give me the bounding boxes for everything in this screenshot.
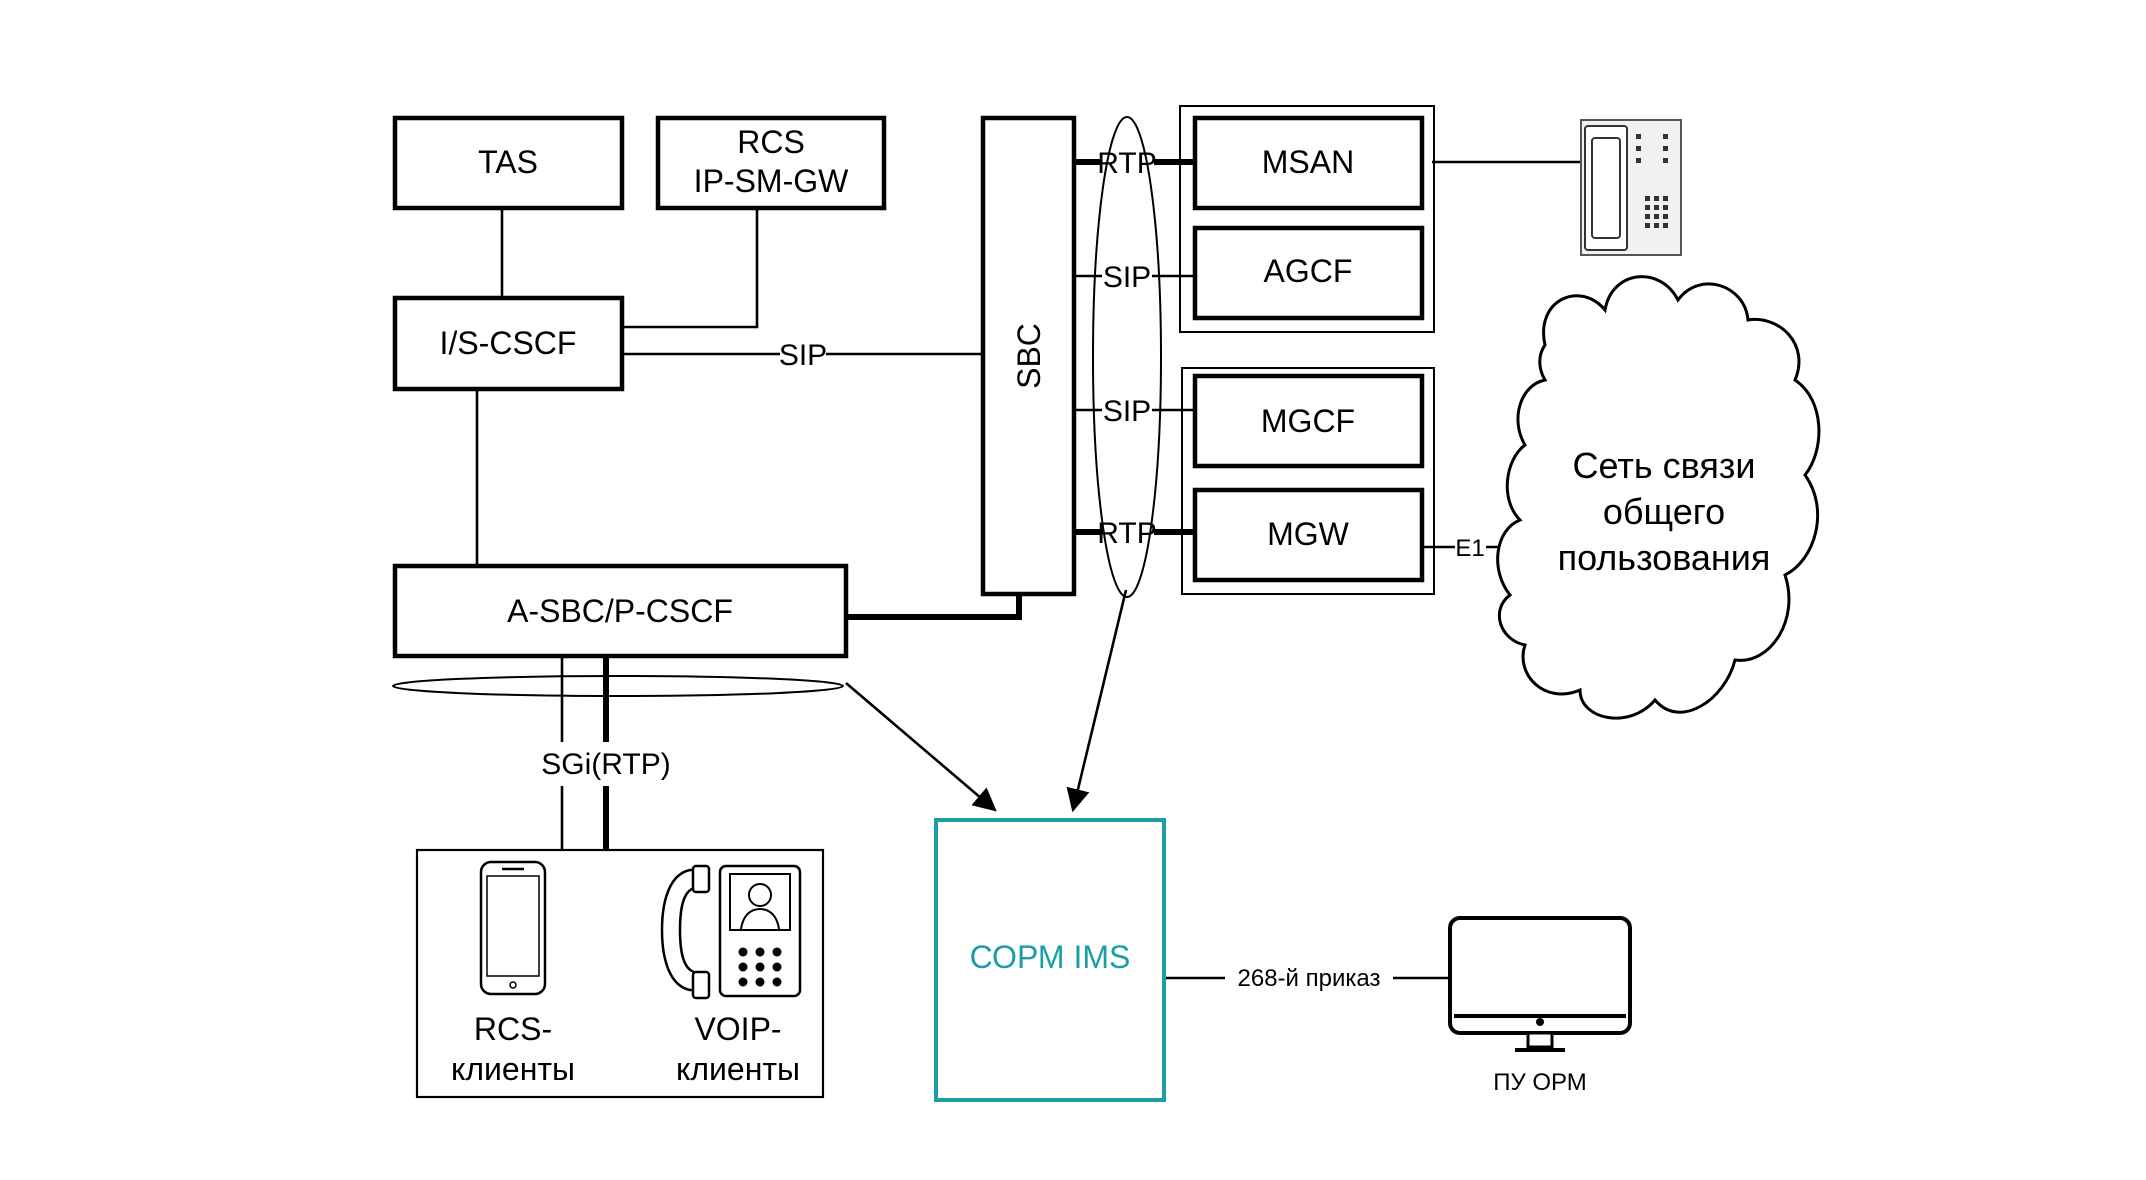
node-agcf[interactable]: AGCF: [1192, 225, 1425, 321]
video-phone-icon: [660, 864, 802, 1000]
voip-clients-label-2: клиенты: [676, 1051, 800, 1087]
edge-label-268: 268-й приказ: [1238, 965, 1381, 992]
monitor-icon: [1448, 916, 1632, 1052]
pu-orm-label: ПУ ОРМ: [1493, 1069, 1587, 1096]
node-mgcf[interactable]: MGCF: [1192, 373, 1425, 469]
pstn-cloud: Сеть связи общего пользования: [1496, 275, 1821, 720]
edge-asbc-sbc: [848, 596, 1022, 620]
node-asbc-pcscf[interactable]: A-SBC/P-CSCF: [392, 563, 849, 659]
cloud-label-1: Сеть связи: [1573, 445, 1756, 486]
cloud-label-2: общего: [1603, 491, 1725, 532]
edge-label-sgi: SGi(RTP): [541, 748, 670, 781]
msan-agcf-group: [1179, 105, 1435, 333]
connections: [475, 159, 1580, 980]
node-mgcf-label: MGCF: [1261, 403, 1355, 439]
smartphone-icon: [479, 860, 547, 996]
edge-label-sip-mgcf: SIP: [1103, 395, 1151, 428]
node-tas-label: TAS: [478, 144, 538, 180]
clients-group: RCS- клиенты VOIP- клиенты: [415, 848, 825, 1099]
node-msan-label: MSAN: [1262, 144, 1354, 180]
node-asbc-label: A-SBC/P-CSCF: [507, 593, 733, 629]
node-tas[interactable]: TAS: [392, 115, 625, 211]
edge-asbc-sorm-arrow: [845, 682, 997, 812]
node-msan[interactable]: MSAN: [1192, 115, 1425, 211]
node-sbc[interactable]: SBC: [980, 115, 1077, 597]
edge-label-rtp-msan: RTP: [1097, 147, 1156, 180]
node-sorm-ims[interactable]: СОРМ IMS: [934, 818, 1166, 1102]
node-mgw-label: MGW: [1267, 516, 1350, 552]
node-iscscf-label: I/S-CSCF: [440, 325, 577, 361]
node-iscscf[interactable]: I/S-CSCF: [392, 295, 625, 392]
sbc-links-ellipse: [1092, 116, 1162, 598]
edge-label-sip-main: SIP: [779, 339, 827, 372]
edge-label-sip-agcf: SIP: [1103, 261, 1151, 294]
cloud-label-3: пользования: [1558, 537, 1771, 578]
desk-phone-icon: [1580, 119, 1682, 256]
node-rcs-label-2: IP-SM-GW: [694, 163, 849, 199]
edge-label-e1: E1: [1455, 535, 1484, 562]
node-rcs-label-1: RCS: [737, 124, 805, 160]
node-sbc-label: SBC: [1011, 323, 1047, 389]
node-agcf-label: AGCF: [1264, 253, 1353, 289]
mgcf-mgw-group: [1181, 367, 1435, 595]
sgi-ellipse: [392, 675, 844, 697]
edge-sbc-sorm-arrow: [1066, 589, 1128, 813]
node-rcs[interactable]: RCS IP-SM-GW: [655, 115, 887, 211]
voip-clients-label-1: VOIP-: [694, 1011, 781, 1047]
node-mgw[interactable]: MGW: [1192, 487, 1425, 583]
rcs-clients-label-2: клиенты: [451, 1051, 575, 1087]
edge-label-rtp-mgw: RTP: [1097, 517, 1156, 550]
node-sorm-label: СОРМ IMS: [970, 939, 1131, 975]
rcs-clients-label-1: RCS-: [474, 1011, 552, 1047]
edge-rcs-iscscf: [622, 210, 759, 329]
